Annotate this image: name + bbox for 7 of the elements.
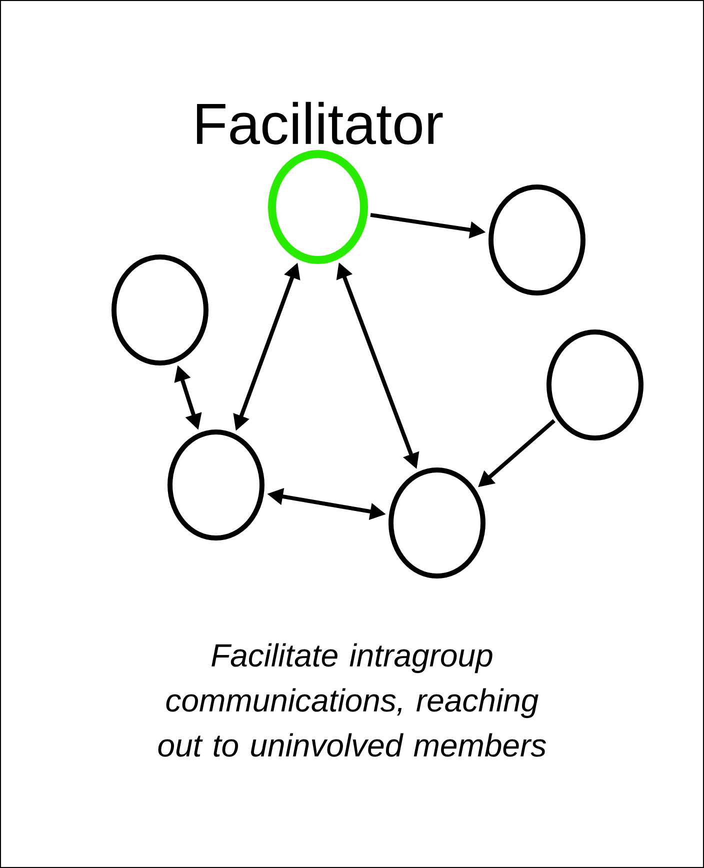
member-circle	[546, 330, 644, 440]
member-circle	[112, 254, 208, 366]
member-circle	[388, 468, 486, 578]
member-circle	[488, 184, 586, 296]
member-circle	[168, 430, 264, 540]
node-label: Facilitator	[197, 102, 443, 144]
caption: Facilitate intragroup communications, reaching out to uninvolved members	[158, 643, 546, 757]
